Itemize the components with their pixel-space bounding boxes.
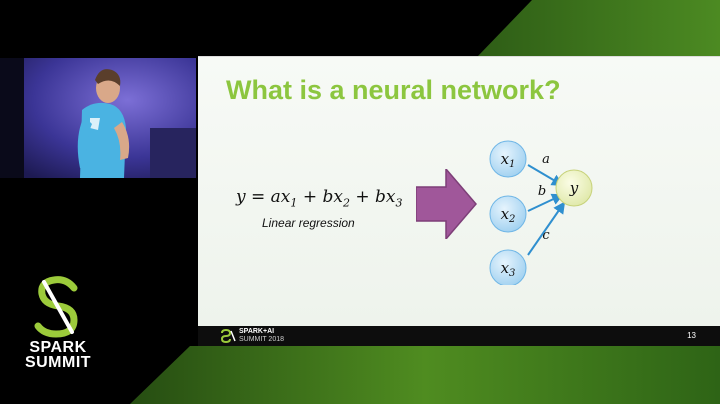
equation-subscript: 1 (290, 196, 297, 209)
weight-label-a: a (542, 152, 550, 167)
bottom-accent-band (0, 346, 720, 404)
linear-regression-equation: y = ax1 + bx2 + bx3 (236, 187, 402, 209)
equation-term: + bx (303, 187, 343, 207)
conference-logo-line2: SUMMIT (22, 355, 94, 370)
spark-summit-logo-icon (22, 276, 94, 338)
slide-number: 13 (687, 331, 696, 340)
equation-subscript: 2 (343, 196, 350, 209)
footer-brand: SPARK+AI SUMMIT 2018 (239, 328, 284, 344)
footer-brand-line2: SUMMIT 2018 (239, 336, 284, 344)
speaker-video (0, 58, 196, 178)
conference-logo-text: SPARK SUMMIT (22, 340, 94, 370)
equation-term: + bx (355, 187, 395, 207)
arrow-right-icon (416, 169, 478, 239)
neural-network-diagram: x1 x2 x3 y a b c (478, 135, 618, 285)
conference-logo-line1: SPARK (22, 340, 94, 355)
equation-term: ax (271, 187, 291, 207)
equation-lhs: y (236, 187, 246, 207)
footer-brand-line1: SPARK+AI (239, 328, 274, 335)
spark-summit-logo-icon (220, 329, 236, 343)
equation-equals: = (251, 187, 271, 207)
speaker-image (0, 58, 196, 178)
weight-label-c: c (542, 228, 550, 243)
equation-caption: Linear regression (262, 216, 355, 230)
node-label-y: y (569, 179, 579, 197)
conference-logo: SPARK SUMMIT (22, 276, 92, 380)
weight-label-b: b (538, 184, 546, 199)
slide-title: What is a neural network? (226, 75, 561, 106)
top-accent-band (0, 0, 720, 56)
equation-subscript: 3 (395, 196, 402, 209)
presentation-slide: What is a neural network? y = ax1 + bx2 … (198, 56, 720, 327)
slide-footer: SPARK+AI SUMMIT 2018 13 (198, 326, 720, 346)
